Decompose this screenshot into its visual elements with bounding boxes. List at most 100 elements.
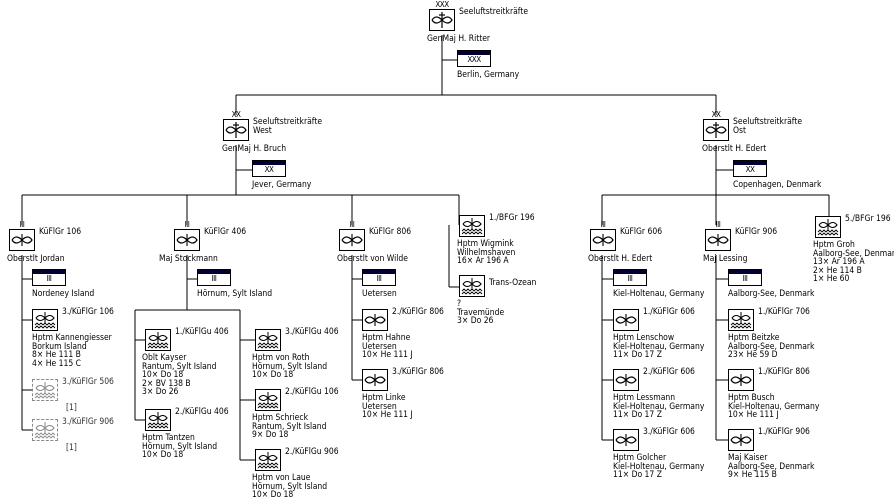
echelon-mark: III [184,220,190,229]
echelon-mark: III [349,220,355,229]
unit-label: 1./BFGr 196 [489,213,535,223]
wave-icon [255,329,281,351]
unit-label: 3./KüFlGr 806 [392,367,444,377]
detail-line: Hptm von Laue [252,473,311,483]
hq-flag-icon[interactable]: XXX [457,50,491,67]
unit-label: KüFlGr 906 [735,227,778,237]
propeller-icon [613,309,639,331]
echelon-mark: III [211,274,217,283]
detail-line: 10× Do 18 [142,370,184,381]
unit-label-2: Ost [733,126,746,136]
hq-flag-icon[interactable]: III [197,269,231,286]
detail-line: Hptm Lenschow [613,333,675,343]
detail-line: Hptm Tantzen [142,433,195,443]
hq-location: Jever, Germany [252,180,312,190]
hq-bar [729,270,761,274]
detail-line: 2× He 114 B [813,265,862,276]
detail-line: Hptm von Roth [252,353,310,363]
detail-line: Wilhelmshaven [457,247,516,258]
unit-label: KüFlGr 406 [204,227,247,237]
detail-line: Hptm Busch [728,393,775,403]
detail-line: 4× He 115 C [32,358,81,369]
detail-line: 10× Do 18 [252,370,294,381]
echelon-mark: XXX [467,55,481,64]
detail-line: Borkum Island [32,341,87,352]
hq-flag-icon[interactable]: XX [733,160,767,177]
commander-label: Oberstlt H. Edert [702,144,767,154]
commander-label: Maj Stockmann [159,254,218,264]
unit-label: 3./KüFlGr 906 [62,417,114,427]
detail-line: [1] [66,443,77,453]
detail-line: 8× He 111 B [32,350,81,361]
commander-label: Oberstlt Jordan [7,254,65,264]
propeller-icon [728,369,754,391]
detail-line: [1] [66,403,77,413]
echelon-mark: XX [264,165,274,174]
unit-label: KüFlGr 606 [620,227,663,237]
unit-label: 1./KüFlGr 606 [643,307,695,317]
hq-location: Copenhagen, Denmark [733,180,822,190]
unit-label: 2./KüFlGr 606 [643,367,695,377]
unit-label: 3./KüFlGu 406 [285,327,339,337]
commander-label: GenMaj H. Ritter [427,34,491,44]
propeller-icon [362,309,388,331]
detail-line: Kiel-Holtenau, Germany [613,461,705,472]
wave-icon [728,309,754,331]
detail-line: 23× He 59 D [728,350,778,361]
hq-location: Nordeney Island [32,289,95,299]
detail-line: 10× He 111 J [728,410,779,421]
detail-line: 2× BV 138 B [142,378,191,389]
propeller-icon: III [9,221,35,251]
echelon-mark: III [46,274,52,283]
hq-flag-icon[interactable]: XX [252,160,286,177]
wave-icon [459,215,485,237]
wave-icon [145,329,171,351]
unit-label: 2./KüFlGu 406 [175,407,229,417]
hq-bar [614,270,646,274]
unit-label-2: West [253,126,272,136]
unit-label: 1./KüFlGr 906 [758,427,810,437]
anchor-icon: XX [223,111,249,141]
detail-line: 3× Do 26 [457,316,494,327]
hq-flag-icon[interactable]: III [362,269,396,286]
hq-flag-icon[interactable]: III [32,269,66,286]
detail-line: 1× He 60 [813,274,850,285]
detail-line: Maj Kaiser [728,453,768,463]
wave-icon [255,389,281,411]
hq-flag-icon[interactable]: III [613,269,647,286]
detail-line: Hörnum, Sylt Island [252,361,328,372]
detail-line: Kiel-Holtenau, Germany [613,401,705,412]
propeller-icon [362,369,388,391]
wave-icon [255,449,281,471]
echelon-mark: III [715,220,721,229]
detail-line: Aalborg-See, Denmark [728,341,815,352]
detail-line: Kiel-Holtenau, Germany [728,401,820,412]
detail-line: 10× Do 18 [142,450,184,461]
detail-line: Hptm Hahne [362,333,411,343]
unit-label: Seeluftstreitkräfte [459,7,529,17]
detail-line: Hptm Golcher [613,453,667,463]
detail-line: Hptm Kannengiesser [32,333,112,343]
unit-label: 1./KüFlGr 806 [758,367,810,377]
detail-line: 11× Do 17 Z [613,350,662,361]
detail-line: Hptm Wigmink [457,239,514,249]
detail-line: Rantum, Sylt Island [252,421,327,432]
detail-line: 16× Ar 196 A [457,256,509,267]
hq-flag-icon[interactable]: III [728,269,762,286]
unit-label: Trans-Ozean [489,278,537,288]
hq-bar [734,161,766,165]
unit-label: 3./KüFlGr 606 [643,427,695,437]
unit-label: KüFlGr 106 [39,227,82,237]
propeller-icon: III [705,221,731,251]
wave-icon [145,409,171,431]
anchor-icon: XX [703,111,729,141]
wave-icon [32,309,58,331]
detail-line: Uetersen [362,401,397,412]
echelon-mark: III [19,220,25,229]
detail-line: 10× He 111 J [362,410,413,421]
commander-label: GenMaj H. Bruch [222,144,287,154]
hq-bar [458,51,490,55]
propeller-icon [613,429,639,451]
